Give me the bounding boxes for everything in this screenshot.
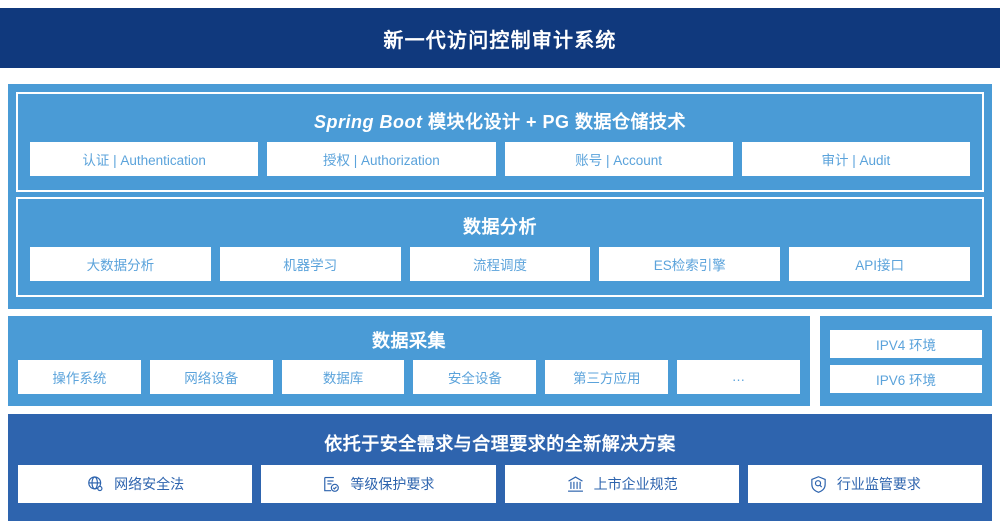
chip-cybersecurity-law[interactable]: 网络安全法: [18, 465, 253, 503]
panel-data-collection: 数据采集 操作系统 网络设备 数据库 安全设备 第三方应用 …: [8, 316, 810, 406]
chip-listed-company-standard[interactable]: 上市企业规范: [504, 465, 739, 503]
chip-classified-protection[interactable]: 等级保护要求: [261, 465, 496, 503]
chip-ipv4-environment[interactable]: IPV4 环境: [830, 329, 982, 358]
collection-row: 数据采集 操作系统 网络设备 数据库 安全设备 第三方应用 … IPV4 环境 …: [8, 316, 992, 406]
chip-database[interactable]: 数据库: [281, 359, 405, 394]
chip-big-data-analysis[interactable]: 大数据分析: [30, 247, 211, 281]
chip-account[interactable]: 账号 | Account: [504, 142, 733, 176]
chip-api-interface[interactable]: API接口: [789, 247, 970, 281]
panel-title-emphasis: Spring Boot: [313, 112, 423, 132]
document-check-icon: [322, 475, 341, 494]
chip-more[interactable]: …: [677, 359, 800, 394]
shield-search-icon: [809, 475, 828, 494]
chip-row-spring-boot: 认证 | Authentication 授权 | Authorization 账…: [30, 142, 970, 176]
chip-process-scheduling[interactable]: 流程调度: [409, 247, 591, 281]
panel-spring-boot: Spring Boot 模块化设计 + PG 数据仓储技术 认证 | Authe…: [16, 92, 984, 192]
chip-security-device[interactable]: 安全设备: [413, 359, 537, 394]
chip-row-data-collection: 操作系统 网络设备 数据库 安全设备 第三方应用 …: [18, 359, 800, 394]
chip-third-party-application[interactable]: 第三方应用: [545, 359, 669, 394]
chip-row-data-analysis: 大数据分析 机器学习 流程调度 ES检索引擎 API接口: [30, 247, 970, 281]
chip-operating-system[interactable]: 操作系统: [18, 359, 141, 394]
chip-machine-learning[interactable]: 机器学习: [219, 247, 401, 281]
chip-industry-regulation[interactable]: 行业监管要求: [747, 465, 982, 503]
bank-icon: [566, 475, 585, 494]
page-title-bar: 新一代访问控制审计系统: [0, 8, 1000, 68]
chip-label: 行业监管要求: [836, 476, 921, 492]
chip-label: 等级保护要求: [350, 476, 435, 492]
panel-data-analysis: 数据分析 大数据分析 机器学习 流程调度 ES检索引擎 API接口: [16, 197, 984, 297]
panel-title-compliance: 依托于安全需求与合理要求的全新解决方案: [324, 434, 676, 454]
panel-title-rest: 数据分析: [463, 217, 537, 237]
panel-title-data-analysis: 数据分析: [30, 213, 970, 239]
chip-authorization[interactable]: 授权 | Authorization: [267, 142, 496, 176]
chip-es-search-engine[interactable]: ES检索引擎: [599, 247, 781, 281]
panel-compliance: 依托于安全需求与合理要求的全新解决方案 网络安全法: [8, 414, 992, 521]
page-title: 新一代访问控制审计系统: [383, 29, 617, 52]
chip-audit[interactable]: 审计 | Audit: [741, 142, 970, 176]
panel-environment: IPV4 环境 IPV6 环境: [820, 316, 992, 406]
panel-title-data-collection: 数据采集: [372, 330, 446, 351]
chip-label: 网络安全法: [114, 476, 185, 492]
chip-row-compliance: 网络安全法 等级保护要求: [18, 465, 982, 503]
chip-ipv6-environment[interactable]: IPV6 环境: [830, 364, 982, 393]
chip-authentication[interactable]: 认证 | Authentication: [30, 142, 259, 176]
globe-icon: [86, 475, 105, 494]
chip-label: 上市企业规范: [593, 476, 678, 492]
panel-title-spring-boot: Spring Boot 模块化设计 + PG 数据仓储技术: [30, 108, 970, 134]
chip-network-device[interactable]: 网络设备: [149, 359, 273, 394]
panel-title-rest: 模块化设计 + PG 数据仓储技术: [422, 112, 686, 132]
platform-container: Spring Boot 模块化设计 + PG 数据仓储技术 认证 | Authe…: [8, 84, 992, 309]
